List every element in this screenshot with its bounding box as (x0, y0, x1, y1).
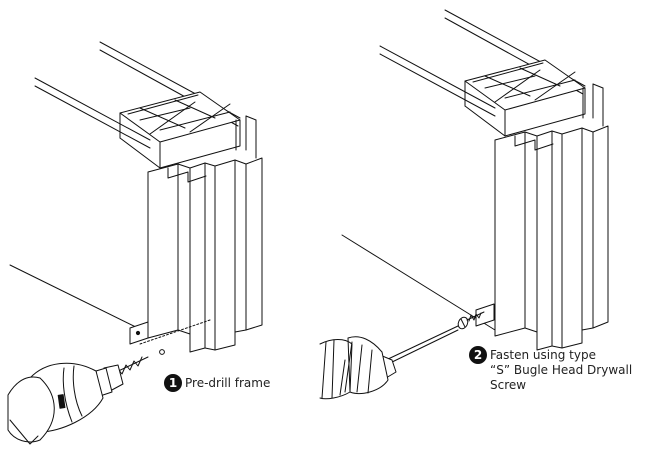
drill-icon (8, 363, 123, 444)
screwdriver-icon (320, 326, 458, 399)
header-beam-right (380, 10, 585, 136)
step-2-label-line-2: “S” Bugle Head Drywall (490, 363, 633, 377)
step-2-label-line-1: Fasten using type (490, 348, 596, 362)
header-beam-left (35, 42, 240, 168)
step-1-number-badge: 1 (164, 374, 182, 392)
step-2-illustration (320, 10, 608, 399)
step-2-label-line-3: Screw (490, 378, 527, 392)
hinge-plate-right (476, 304, 494, 326)
door-frame-jamb-left (148, 116, 262, 352)
step-1-label: Pre-drill frame (185, 376, 271, 390)
wall-floor-line-left (10, 265, 148, 333)
wall-floor-line-right (342, 235, 495, 330)
door-frame-jamb-right (495, 84, 608, 350)
pilot-hole (160, 350, 165, 355)
step-1-illustration (8, 42, 262, 444)
step-2-number-badge: 2 (469, 346, 487, 364)
drill-guide-line (140, 320, 210, 344)
screw-icon (456, 312, 484, 330)
